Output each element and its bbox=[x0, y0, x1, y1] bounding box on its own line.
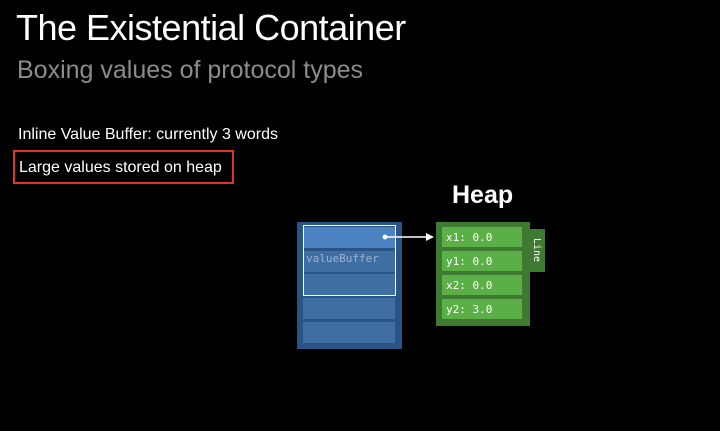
container-slot bbox=[303, 251, 395, 272]
heap-type-tab bbox=[528, 229, 545, 272]
existential-container bbox=[297, 222, 402, 349]
pointer-arrowhead bbox=[426, 233, 434, 241]
slide-subtitle: Boxing values of protocol types bbox=[17, 56, 364, 84]
value-buffer-label: valueBuffer bbox=[306, 252, 379, 265]
bullet-heap-storage-highlighted: Large values stored on heap bbox=[13, 150, 234, 184]
value-buffer-outline bbox=[303, 225, 396, 296]
heap-type-label: Line bbox=[531, 238, 542, 263]
heap-field-x1: x1: 0.0 bbox=[442, 227, 522, 247]
heap-field-x2: x2: 0.0 bbox=[442, 275, 522, 295]
heap-field-y1: y1: 0.0 bbox=[442, 251, 522, 271]
heap-label: Heap bbox=[452, 181, 514, 209]
container-slot bbox=[303, 298, 395, 319]
bullet-inline-buffer: Inline Value Buffer: currently 3 words bbox=[18, 126, 278, 143]
container-slot bbox=[303, 227, 395, 248]
slide-title: The Existential Container bbox=[16, 7, 406, 48]
pointer-origin-dot bbox=[382, 234, 388, 240]
container-slot bbox=[303, 274, 395, 295]
container-slot bbox=[303, 322, 395, 343]
heap-field-y2: y2: 3.0 bbox=[442, 299, 522, 319]
